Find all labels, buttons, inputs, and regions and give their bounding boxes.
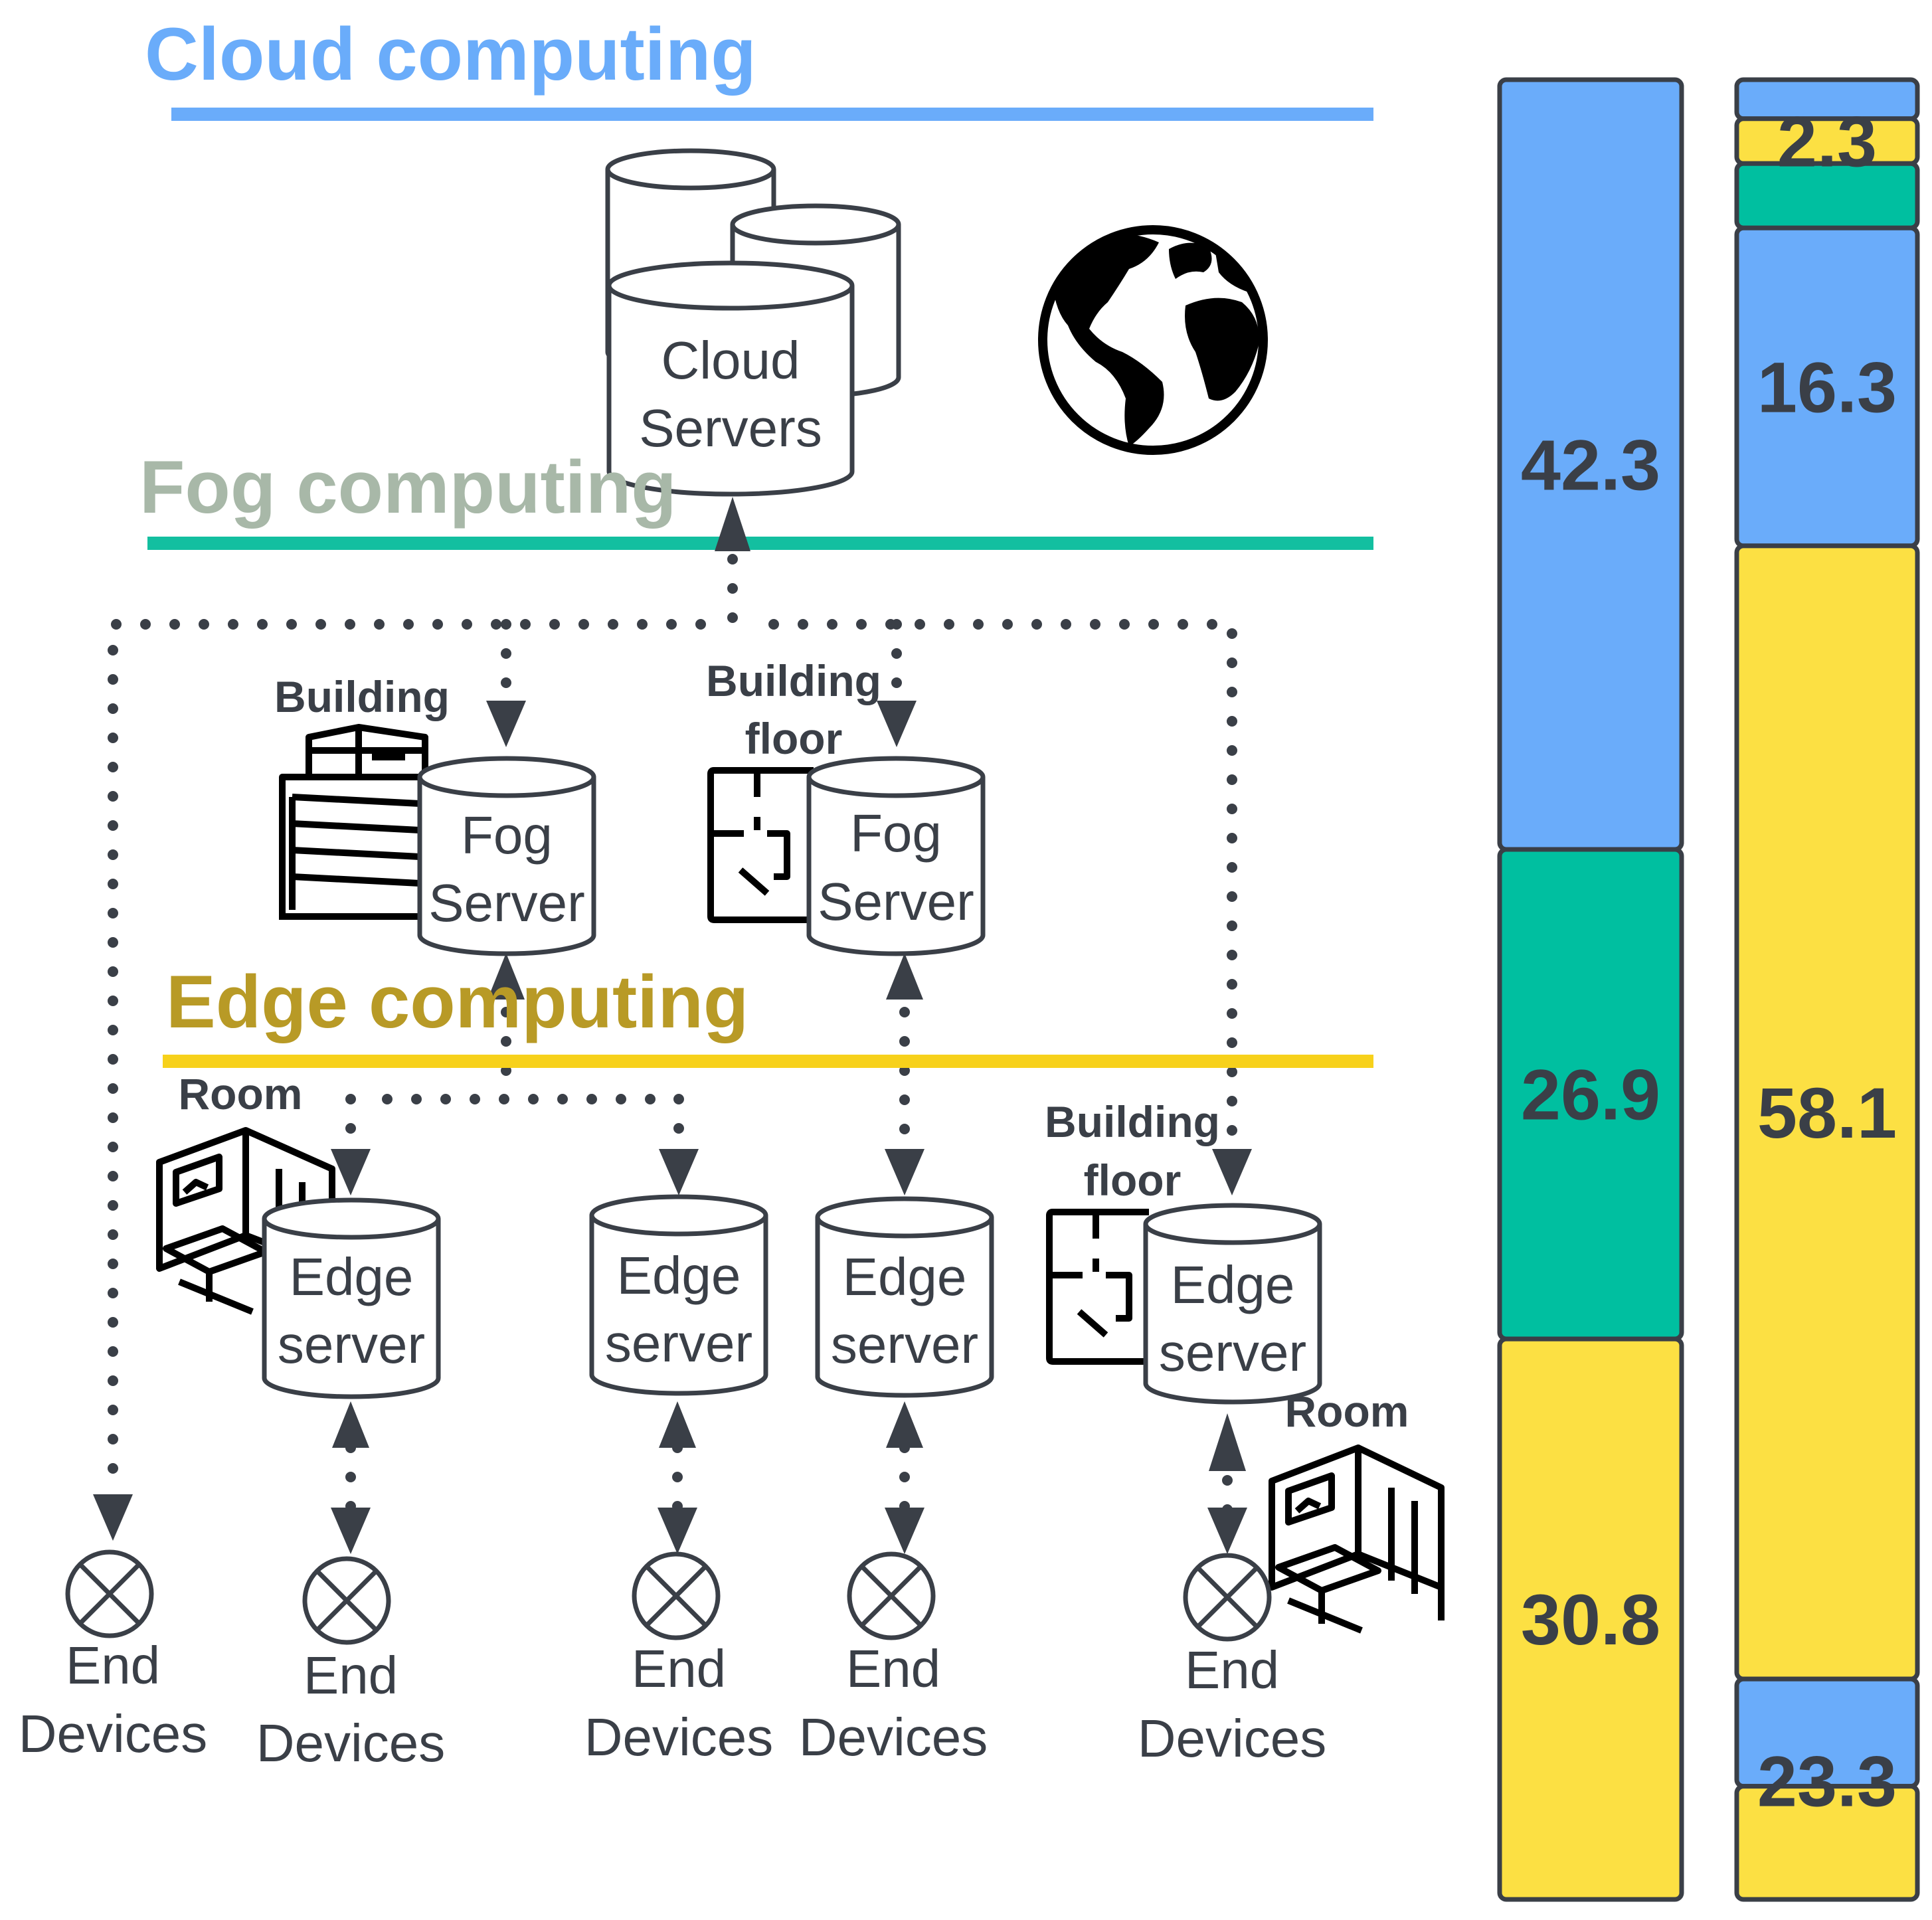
office-building-icon: [279, 724, 432, 920]
end-device-2-line2: Devices: [256, 1713, 446, 1773]
bar-2-segment-edge: [1734, 1784, 1920, 1902]
bar-2-label: 58.1: [1757, 1073, 1897, 1153]
floor-plan-icon: [707, 767, 814, 923]
bar-1-label: 42.3: [1521, 425, 1660, 505]
end-device-icon: [302, 1556, 391, 1645]
end-device-4-line1: End: [846, 1639, 940, 1698]
cloud-servers-label-line1: Cloud: [661, 331, 800, 390]
room-label-2: Room: [1285, 1387, 1409, 1436]
fog-node-1-line2: Server: [428, 873, 585, 932]
fog-node-2-line1: Fog: [850, 804, 942, 863]
edge-node-3-line2: server: [831, 1315, 978, 1374]
end-device-5: End Devices: [1138, 1553, 1327, 1768]
edge-node-1-line2: server: [278, 1315, 425, 1374]
edge-node-3-line1: Edge: [843, 1247, 967, 1306]
end-device-3: End Devices: [584, 1551, 774, 1767]
bar-2-label: 23.3: [1757, 1741, 1897, 1822]
fog-node-1-context: Building: [274, 672, 450, 721]
edge-node-4-line1: Edge: [1171, 1255, 1295, 1314]
cloud-servers: Cloud Servers: [605, 148, 901, 497]
cloud-servers-label-line2: Servers: [639, 398, 822, 458]
edge-node-2-line2: server: [605, 1314, 752, 1373]
end-device-2-line1: End: [304, 1646, 398, 1705]
fog-layer-title: Fog computing: [139, 446, 677, 529]
dotted-links: [93, 497, 1252, 1554]
fog-node-building-floor: Building floor Fog Server: [706, 656, 986, 956]
edge-node-3: Edge server: [815, 1196, 994, 1398]
room-interior-icon: [1269, 1444, 1445, 1634]
bar-2-label: 16.3: [1757, 347, 1897, 428]
edge-node-1-line1: Edge: [290, 1247, 414, 1306]
end-device-1: End Devices: [19, 1549, 208, 1763]
edge-layer-title: Edge computing: [166, 960, 748, 1043]
end-device-2: End Devices: [256, 1556, 446, 1773]
fog-node-1-line1: Fog: [461, 806, 553, 865]
edge-node-room: Room Edge server: [156, 1069, 441, 1399]
edge-node-2-line1: Edge: [617, 1246, 741, 1305]
cloud-layer-title: Cloud computing: [145, 13, 756, 96]
fog-node-2-context-line2: floor: [745, 714, 843, 763]
end-device-3-line2: Devices: [584, 1707, 774, 1767]
end-device-4: End Devices: [799, 1551, 988, 1767]
fog-node-building: Building Fog Server: [274, 672, 596, 956]
edge-node-2: Edge server: [589, 1194, 768, 1396]
end-device-5-line2: Devices: [1138, 1709, 1327, 1768]
edge-node-4-context-line2: floor: [1084, 1156, 1182, 1205]
end-device-5-line1: End: [1185, 1640, 1279, 1700]
fog-node-2-line2: Server: [818, 872, 974, 931]
end-device-icon: [632, 1551, 721, 1640]
end-device-1-line2: Devices: [19, 1704, 208, 1763]
bar-1-label: 26.9: [1521, 1055, 1660, 1135]
bar-1-label: 30.8: [1521, 1579, 1660, 1660]
fog-node-2-context-line1: Building: [706, 656, 881, 705]
end-device-4-line2: Devices: [799, 1707, 988, 1767]
floor-plan-icon: [1046, 1209, 1149, 1365]
end-device-1-line1: End: [66, 1636, 160, 1695]
edge-node-4-line2: server: [1159, 1323, 1306, 1382]
bar-2-label: 2.3: [1777, 102, 1877, 182]
end-device-icon: [1183, 1553, 1272, 1642]
end-device-icon: [65, 1549, 154, 1638]
edge-node-1-context: Room: [179, 1069, 303, 1118]
end-device-3-line1: End: [632, 1639, 726, 1698]
edge-node-building-floor: Building floor Edge server: [1045, 1097, 1322, 1405]
end-device-icon: [847, 1551, 936, 1640]
globe-icon: [1038, 225, 1268, 455]
edge-node-4-context-line1: Building: [1045, 1097, 1220, 1146]
bar-1-segment-edge: [1497, 1336, 1684, 1902]
stacked-bars: 42.3 26.9 30.8 2.3 16.3 58.1 23.3: [1497, 77, 1920, 1902]
